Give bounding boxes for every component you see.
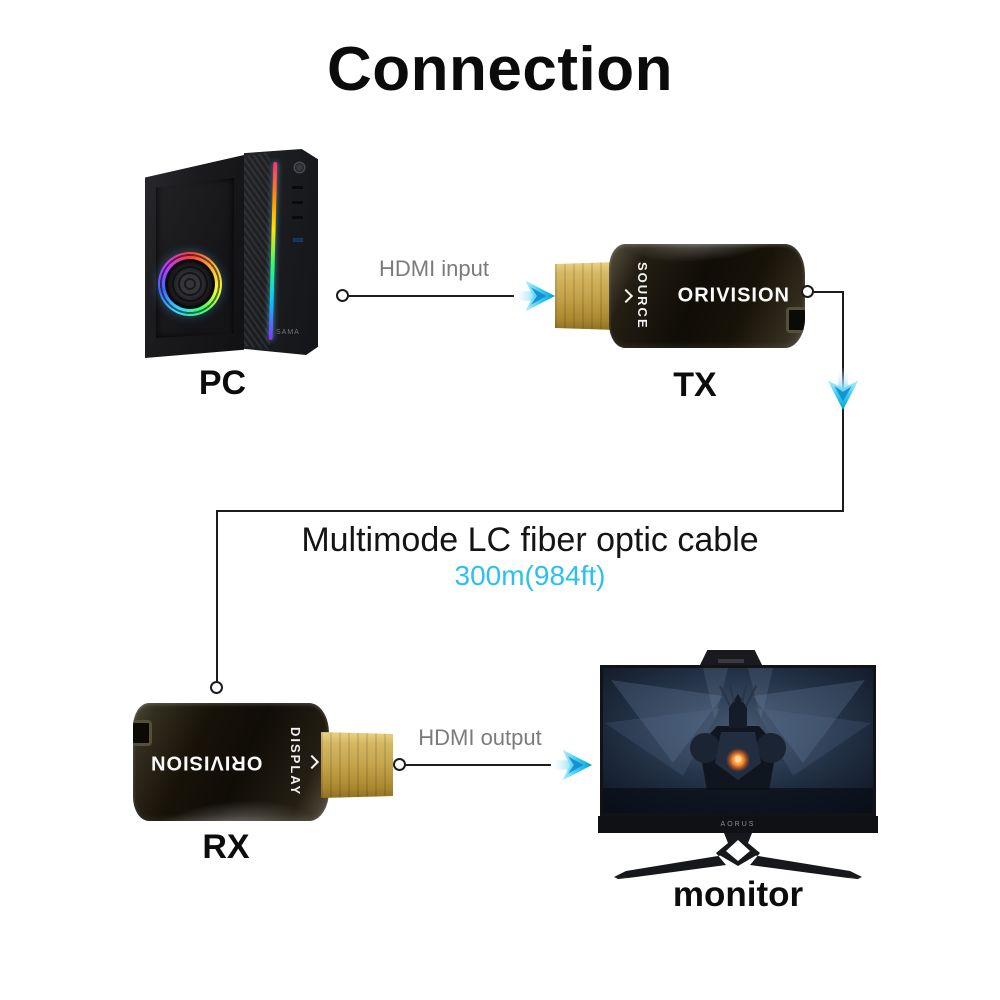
hdmi-input-label: HDMI input <box>378 256 490 281</box>
rx-label: RX <box>202 828 250 866</box>
pc-front-vent <box>292 201 303 204</box>
hdmi-output-line <box>404 764 551 766</box>
pc-rgb-fan-icon <box>158 252 222 316</box>
arrow-right-icon <box>549 747 593 783</box>
rx-brand-text: ORIVISION <box>150 751 263 774</box>
pc-front-vent <box>292 186 303 189</box>
fiber-cable-length: 300m(984ft) <box>454 560 606 591</box>
hdmi-input-line <box>348 295 514 297</box>
monitor-bottom-bezel: AORUS <box>598 816 878 833</box>
rx-lc-fiber-port <box>133 720 152 746</box>
tx-hdmi-plug <box>555 262 617 330</box>
arrow-right-icon <box>512 278 556 314</box>
tx-port-label-group: SOURCE <box>618 244 650 348</box>
cable-line-segment <box>812 291 844 293</box>
tx-port-label: SOURCE <box>635 262 650 330</box>
fiber-cable-label: Multimode LC fiber optic cable <box>301 521 759 559</box>
tx-lc-fiber-port <box>786 307 805 333</box>
arrow-down-icon <box>825 367 861 411</box>
page-title: Connection <box>327 35 673 104</box>
pc-usb-port <box>293 238 303 242</box>
rx-body: ORIVISION DISPLAY <box>133 703 329 821</box>
tx-label: TX <box>673 366 717 404</box>
tx-body: SOURCE ORIVISION <box>609 244 805 348</box>
monitor-wallpaper <box>603 668 873 813</box>
connector-dot-icon <box>210 681 223 694</box>
rx-port-label-group: DISPLAY <box>288 703 320 821</box>
monitor-handle <box>699 650 763 667</box>
chevron-right-icon <box>304 754 320 770</box>
rx-hdmi-plug <box>321 732 393 798</box>
cable-line-segment <box>216 510 218 683</box>
pc-front-vent <box>292 216 303 219</box>
chevron-right-icon <box>618 288 634 304</box>
pc-front-panel <box>244 149 318 355</box>
pc-case-brand: SAMA <box>276 329 300 336</box>
pc-label: PC <box>198 364 247 402</box>
tx-brand-text: ORIVISION <box>677 284 790 307</box>
hdmi-output-label: HDMI output <box>418 725 542 750</box>
rx-port-label: DISPLAY <box>288 727 303 797</box>
monitor-stand <box>608 833 868 881</box>
pc-power-button <box>295 163 304 172</box>
cable-line-segment <box>216 510 844 512</box>
rx-receiver-illustration: ORIVISION DISPLAY <box>133 703 395 823</box>
tx-transmitter-illustration: SOURCE ORIVISION <box>553 244 805 348</box>
monitor-label: monitor <box>672 875 804 914</box>
pc-front-mesh-texture <box>244 152 270 350</box>
monitor-bezel-brand: AORUS <box>720 821 756 828</box>
monitor-screen <box>600 665 876 816</box>
